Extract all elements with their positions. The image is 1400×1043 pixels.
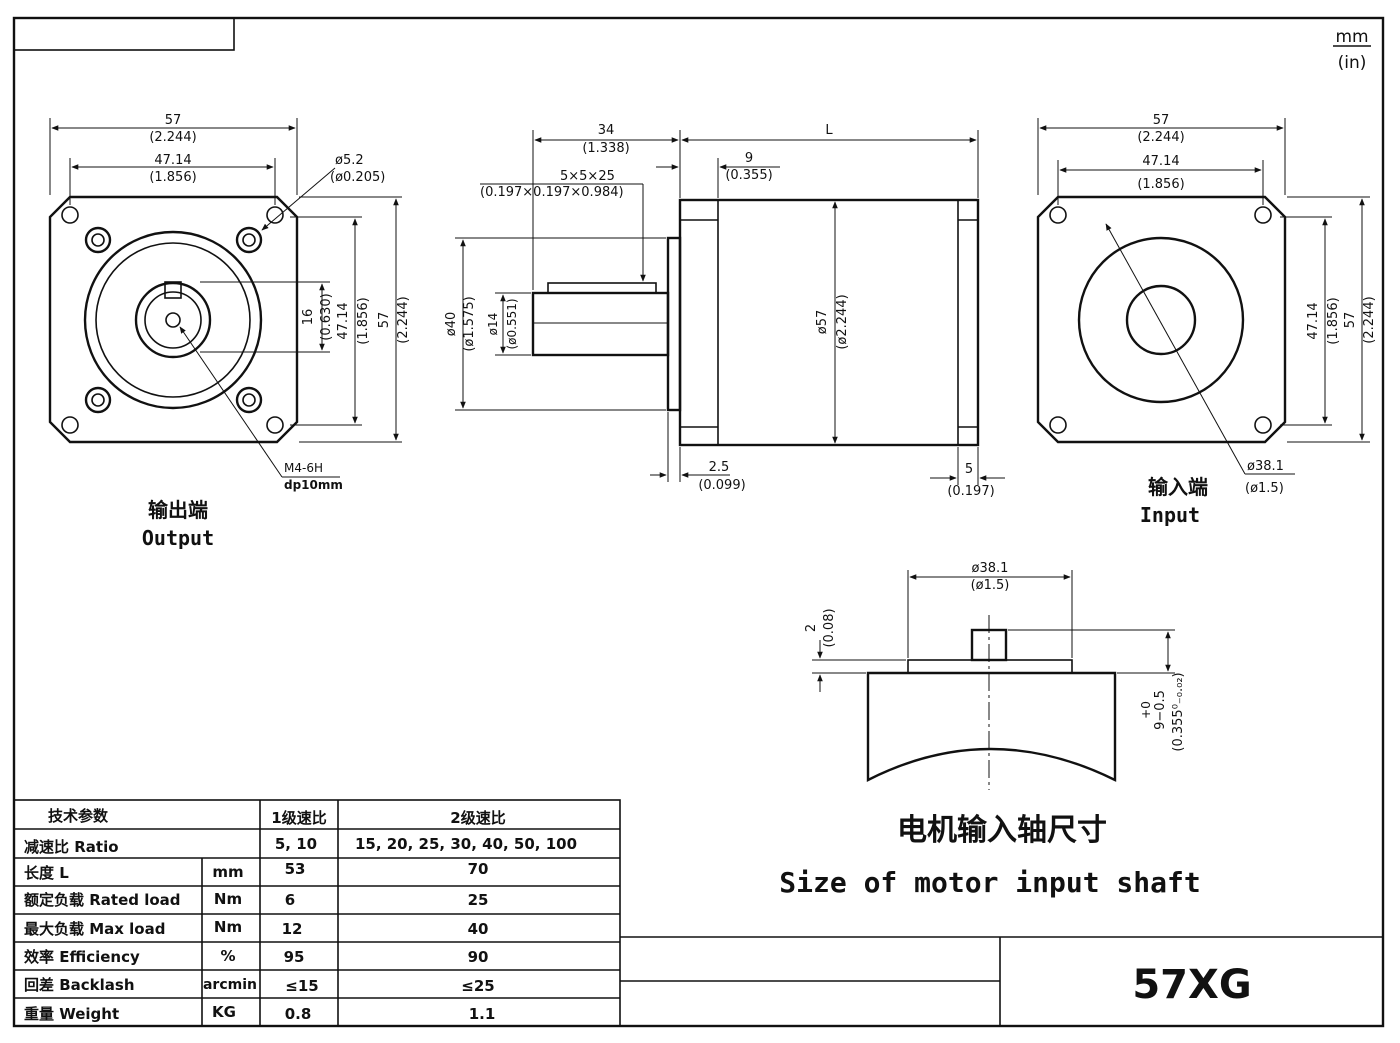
ov-vert-spacing-mm: 47.14 [336,302,351,339]
sv-rear-in: (0.197) [947,484,994,499]
sv-flange-mm: 2.5 [709,460,730,475]
sv-body-dia-mm: ø57 [815,310,830,335]
sv-shaft-dia-mm: ø14 [486,313,500,336]
table-cell: 53 [285,860,306,878]
sv-shaft-len-mm: 34 [598,123,615,138]
ov-thread: M4-6H [284,461,323,475]
output-label-en: Output [142,526,214,550]
table-unit: arcmin [203,977,257,993]
iv-vert-spacing-mm: 47.14 [1306,302,1321,339]
sv-step-in: (0.355) [725,168,772,183]
sd-depth-in: (0.355⁰₋₀.₀₂) [1171,672,1186,751]
sv-length: L [825,123,833,138]
table-cell: ≤25 [461,977,494,995]
iv-width-in: (2.244) [1137,130,1184,145]
table-cell: 40 [468,920,489,938]
table-cell: 70 [468,860,489,878]
sd-dia-in: (ø1.5) [971,578,1010,593]
iv-height-mm: 57 [1343,312,1358,329]
table-row-label: 效率 Efficiency [24,948,140,966]
sv-pilot-dia-mm: ø40 [444,312,459,337]
iv-hole-spacing-mm: 47.14 [1142,154,1179,169]
table-cell: 6 [285,891,295,909]
iv-vert-spacing-in: (1.856) [1326,297,1341,344]
sv-step-mm: 9 [745,151,753,166]
iv-height-in: (2.244) [1362,296,1377,343]
sheet-border [12,16,1385,1028]
iv-bore-in: (ø1.5) [1245,481,1284,496]
table-cell: 12 [282,920,303,938]
table-cell: 5, 10 [275,835,317,853]
shaft-detail: ø38.1 (ø1.5) 2 (0.08) +0 9−0.5 (0.355⁰₋₀… [779,561,1200,899]
output-label-cn: 输出端 [148,498,208,522]
table-row-label: 额定负载 Rated load [24,891,181,909]
ov-height-in: (2.244) [396,296,411,343]
shaft-detail-title-en: Size of motor input shaft [779,866,1200,899]
table-unit: % [220,947,235,965]
table-unit: Nm [214,918,242,936]
table-header-stage1: 1级速比 [271,809,326,827]
sd-step-mm: 2 [804,624,819,632]
title-block: 57XG [620,936,1383,1026]
table-unit: mm [212,863,243,881]
unit-in: (in) [1338,53,1367,73]
ov-width-in: (2.244) [149,130,196,145]
table-row-label: 重量 Weight [24,1005,119,1023]
sd-step-in: (0.08) [822,608,837,647]
ov-hole-dia-mm: ø5.2 [335,153,364,168]
input-label-en: Input [1140,503,1200,527]
table-row-label: 最大负载 Max load [24,920,165,938]
sv-key-in: (0.197×0.197×0.984) [480,185,624,200]
unit-mm: mm [1335,27,1368,47]
iv-bore-mm: ø38.1 [1247,459,1284,474]
sv-key-mm: 5×5×25 [560,169,615,184]
ov-hole-dia-in: (ø0.205) [330,170,385,185]
sv-shaft-dia-in: (ø0.551) [505,298,519,349]
table-cell: 95 [284,948,305,966]
table-cell: ≤15 [285,977,318,995]
ov-height-mm: 57 [377,312,392,329]
table-row-label: 回差 Backlash [24,976,135,994]
output-view: 57 (2.244) 47.14 (1.856) ø5.2 (ø0.205) 1… [48,113,411,550]
iv-width-mm: 57 [1153,113,1170,128]
table-cell: 15, 20, 25, 30, 40, 50, 100 [355,835,577,853]
sd-depth-tol: +0 [1139,701,1153,719]
table-row-label: 长度 L [24,864,69,882]
spec-table: 技术参数 1级速比 2级速比 减速比 Ratio 5, 10 15, 20, 2… [13,799,621,1027]
table-cell: 0.8 [285,1005,312,1023]
table-header-params: 技术参数 [48,807,109,825]
table-row-label: 减速比 Ratio [24,838,119,856]
sv-rear-mm: 5 [965,462,973,477]
input-label-cn: 输入端 [1148,475,1208,499]
sv-pilot-dia-in: (ø1.575) [462,296,477,351]
table-unit: Nm [214,890,242,908]
ov-hole-spacing-in: (1.856) [149,170,196,185]
sd-depth-mm: 9−0.5 [1153,690,1168,730]
units-legend: mm (in) [1333,27,1371,73]
sv-body-dia-in: (ø2.244) [835,294,850,349]
ov-shaft-len-mm: 16 [301,309,316,326]
table-unit: KG [212,1003,236,1021]
shaft-detail-title-cn: 电机输入轴尺寸 [897,813,1107,848]
table-cell: 25 [468,891,489,909]
model-number: 57XG [1132,962,1251,1008]
sv-flange-in: (0.099) [698,478,745,493]
ov-hole-spacing-mm: 47.14 [154,153,191,168]
side-view: 34 (1.338) L 9 (0.355) 5×5×25 (0.197×0.1… [444,123,1005,499]
ov-shaft-len-in: (0.630) [319,293,334,340]
sv-shaft-len-in: (1.338) [582,141,629,156]
ov-vert-spacing-in: (1.856) [356,297,371,344]
sd-dia-mm: ø38.1 [972,561,1009,576]
ov-thread-depth: dp10mm [284,478,343,492]
table-cell: 1.1 [469,1005,496,1023]
table-cell: 90 [468,948,489,966]
title-stub [13,17,235,51]
iv-hole-spacing-in: (1.856) [1137,177,1184,192]
ov-width-mm: 57 [165,113,182,128]
input-view: 57 (2.244) 47.14 (1.856) 47.14 (1.856) 5… [1036,113,1377,527]
table-header-stage2: 2级速比 [450,809,505,827]
